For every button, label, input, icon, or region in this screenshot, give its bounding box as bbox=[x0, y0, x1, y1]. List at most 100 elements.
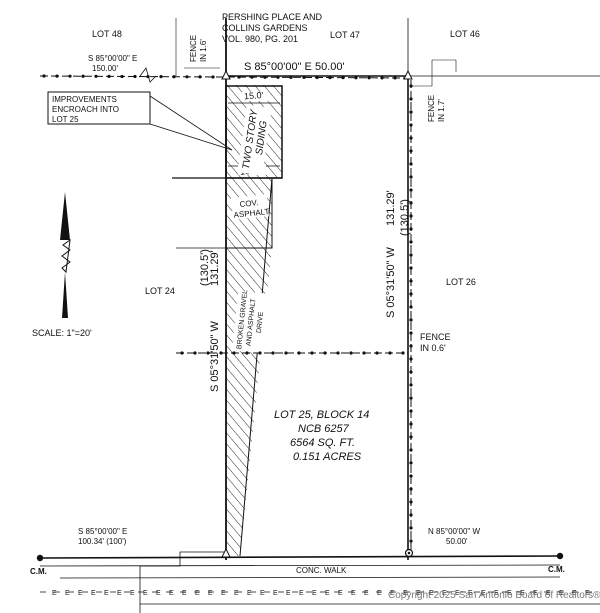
fence-post bbox=[409, 279, 413, 283]
fence-post bbox=[276, 75, 280, 79]
fence-post bbox=[258, 351, 262, 355]
lot-26-label: LOT 26 bbox=[446, 277, 476, 287]
easement-e-mark: E bbox=[533, 590, 538, 597]
fence-post bbox=[81, 74, 85, 78]
east-line-record: (130.5') bbox=[399, 199, 411, 236]
fence-post bbox=[409, 201, 413, 205]
fence-post bbox=[159, 75, 163, 79]
easement-e-mark: E bbox=[78, 590, 83, 597]
fence-post bbox=[211, 75, 215, 79]
north-ext-bearing: S 85°00'00" E bbox=[88, 54, 137, 63]
easement-e-mark: E bbox=[507, 590, 512, 597]
easement-e-mark: E bbox=[377, 590, 382, 597]
fence-post bbox=[302, 75, 306, 80]
north-arrow bbox=[60, 192, 71, 318]
drive-label-line3: DRIVE bbox=[256, 311, 265, 333]
fence-post bbox=[107, 74, 111, 78]
fence-mid-line2: IN 0.6' bbox=[420, 343, 446, 353]
fence-post bbox=[393, 76, 397, 80]
fence-mid-line1: FENCE bbox=[420, 332, 451, 342]
lot-24-label: LOT 24 bbox=[145, 286, 175, 296]
easement-e-mark: E bbox=[247, 590, 252, 597]
fence-post bbox=[193, 351, 197, 355]
easement-e-mark: E bbox=[559, 590, 564, 597]
fence-post bbox=[409, 513, 413, 517]
fence-post bbox=[409, 136, 413, 140]
encroachment-note-line2: ENCROACH INTO bbox=[52, 105, 119, 114]
fence-post bbox=[315, 75, 319, 80]
fence-post bbox=[409, 292, 413, 296]
easement-e-mark: E bbox=[325, 590, 330, 597]
fence-post bbox=[120, 74, 124, 79]
curb-line-2 bbox=[59, 576, 561, 579]
curb-line-1 bbox=[39, 564, 561, 567]
fence-post bbox=[409, 266, 413, 270]
fence-post bbox=[409, 383, 413, 387]
lot-info-line1: LOT 25, BLOCK 14 bbox=[274, 409, 369, 421]
easement-e-mark: E bbox=[403, 590, 408, 597]
cm-left-marker bbox=[36, 554, 44, 562]
fence-post bbox=[409, 435, 413, 439]
fence-post bbox=[271, 351, 275, 355]
lot-info-line2: NCB 6257 bbox=[298, 423, 350, 435]
fence-post bbox=[409, 448, 413, 452]
fence-post bbox=[409, 461, 413, 465]
easement-e-mark: E bbox=[494, 590, 499, 597]
fence-ne-line2: IN 1.7' bbox=[437, 99, 446, 122]
south-property-line bbox=[39, 555, 561, 559]
fence-post bbox=[409, 240, 413, 244]
easement-e-mark: E bbox=[143, 590, 148, 597]
subdivision-ref-line3: VOL. 980, PG. 201 bbox=[222, 34, 298, 44]
encroachment-note-box bbox=[47, 91, 151, 125]
fence-ne-line1: FENCE bbox=[427, 95, 436, 122]
east-line-dist: 131.29' bbox=[385, 190, 397, 226]
easement-e-mark: E bbox=[299, 590, 304, 597]
fence-post bbox=[185, 75, 189, 79]
cov-label-bg bbox=[230, 194, 269, 220]
fence-post bbox=[380, 76, 384, 80]
fence-post bbox=[42, 74, 46, 78]
fence-post bbox=[245, 351, 249, 355]
fence-post bbox=[409, 396, 413, 400]
easement-e-mark: E bbox=[221, 590, 226, 597]
fence-post bbox=[409, 331, 413, 335]
cm-right-label: C.M. bbox=[548, 565, 565, 574]
dim-top-label: 15.0' bbox=[244, 90, 264, 101]
drive-label-bg bbox=[231, 290, 269, 354]
fence-posts bbox=[42, 74, 413, 543]
easement-e-mark: E bbox=[91, 590, 96, 597]
iron-pin-sw bbox=[221, 547, 231, 558]
fence-post bbox=[409, 344, 413, 348]
fence-post bbox=[68, 74, 72, 78]
fence-post bbox=[328, 75, 332, 80]
west-line-bearing: S 05°31'50" W bbox=[209, 320, 221, 392]
lot-48-label: LOT 48 bbox=[92, 29, 122, 39]
fence-post bbox=[94, 74, 98, 78]
easement-e-mark: E bbox=[481, 590, 486, 597]
easement-e-mark: E bbox=[130, 590, 135, 597]
easement-e-mark: E bbox=[351, 590, 356, 597]
copyright-watermark: Copyright 2025 San Antonio Board of Real… bbox=[388, 590, 600, 601]
north-line-bearing: S 85°00'00" E 50.00' bbox=[244, 61, 345, 73]
encroachment-note-line1: IMPROVEMENTS bbox=[52, 95, 117, 104]
easement-e-mark: E bbox=[234, 590, 239, 597]
fence-post bbox=[362, 351, 366, 355]
fence-post bbox=[237, 75, 241, 79]
fence-post bbox=[341, 76, 345, 80]
easement-e-mark: E bbox=[286, 590, 291, 597]
fence-post bbox=[409, 84, 413, 88]
fence-post bbox=[409, 214, 413, 218]
fence-post bbox=[263, 75, 267, 79]
iron-pin-ne bbox=[403, 69, 413, 80]
dim-top-bg bbox=[242, 92, 268, 101]
fence-post bbox=[401, 351, 405, 355]
fence-post bbox=[409, 110, 413, 114]
easement-e-mark: E bbox=[52, 590, 57, 597]
easement-e-mark: E bbox=[260, 590, 265, 597]
easement-e-mark: E bbox=[546, 590, 551, 597]
south-west-dist: 100.34' (100') bbox=[78, 537, 127, 546]
fence-post bbox=[284, 351, 288, 355]
fence-post bbox=[409, 526, 413, 530]
fence-post bbox=[232, 351, 236, 355]
